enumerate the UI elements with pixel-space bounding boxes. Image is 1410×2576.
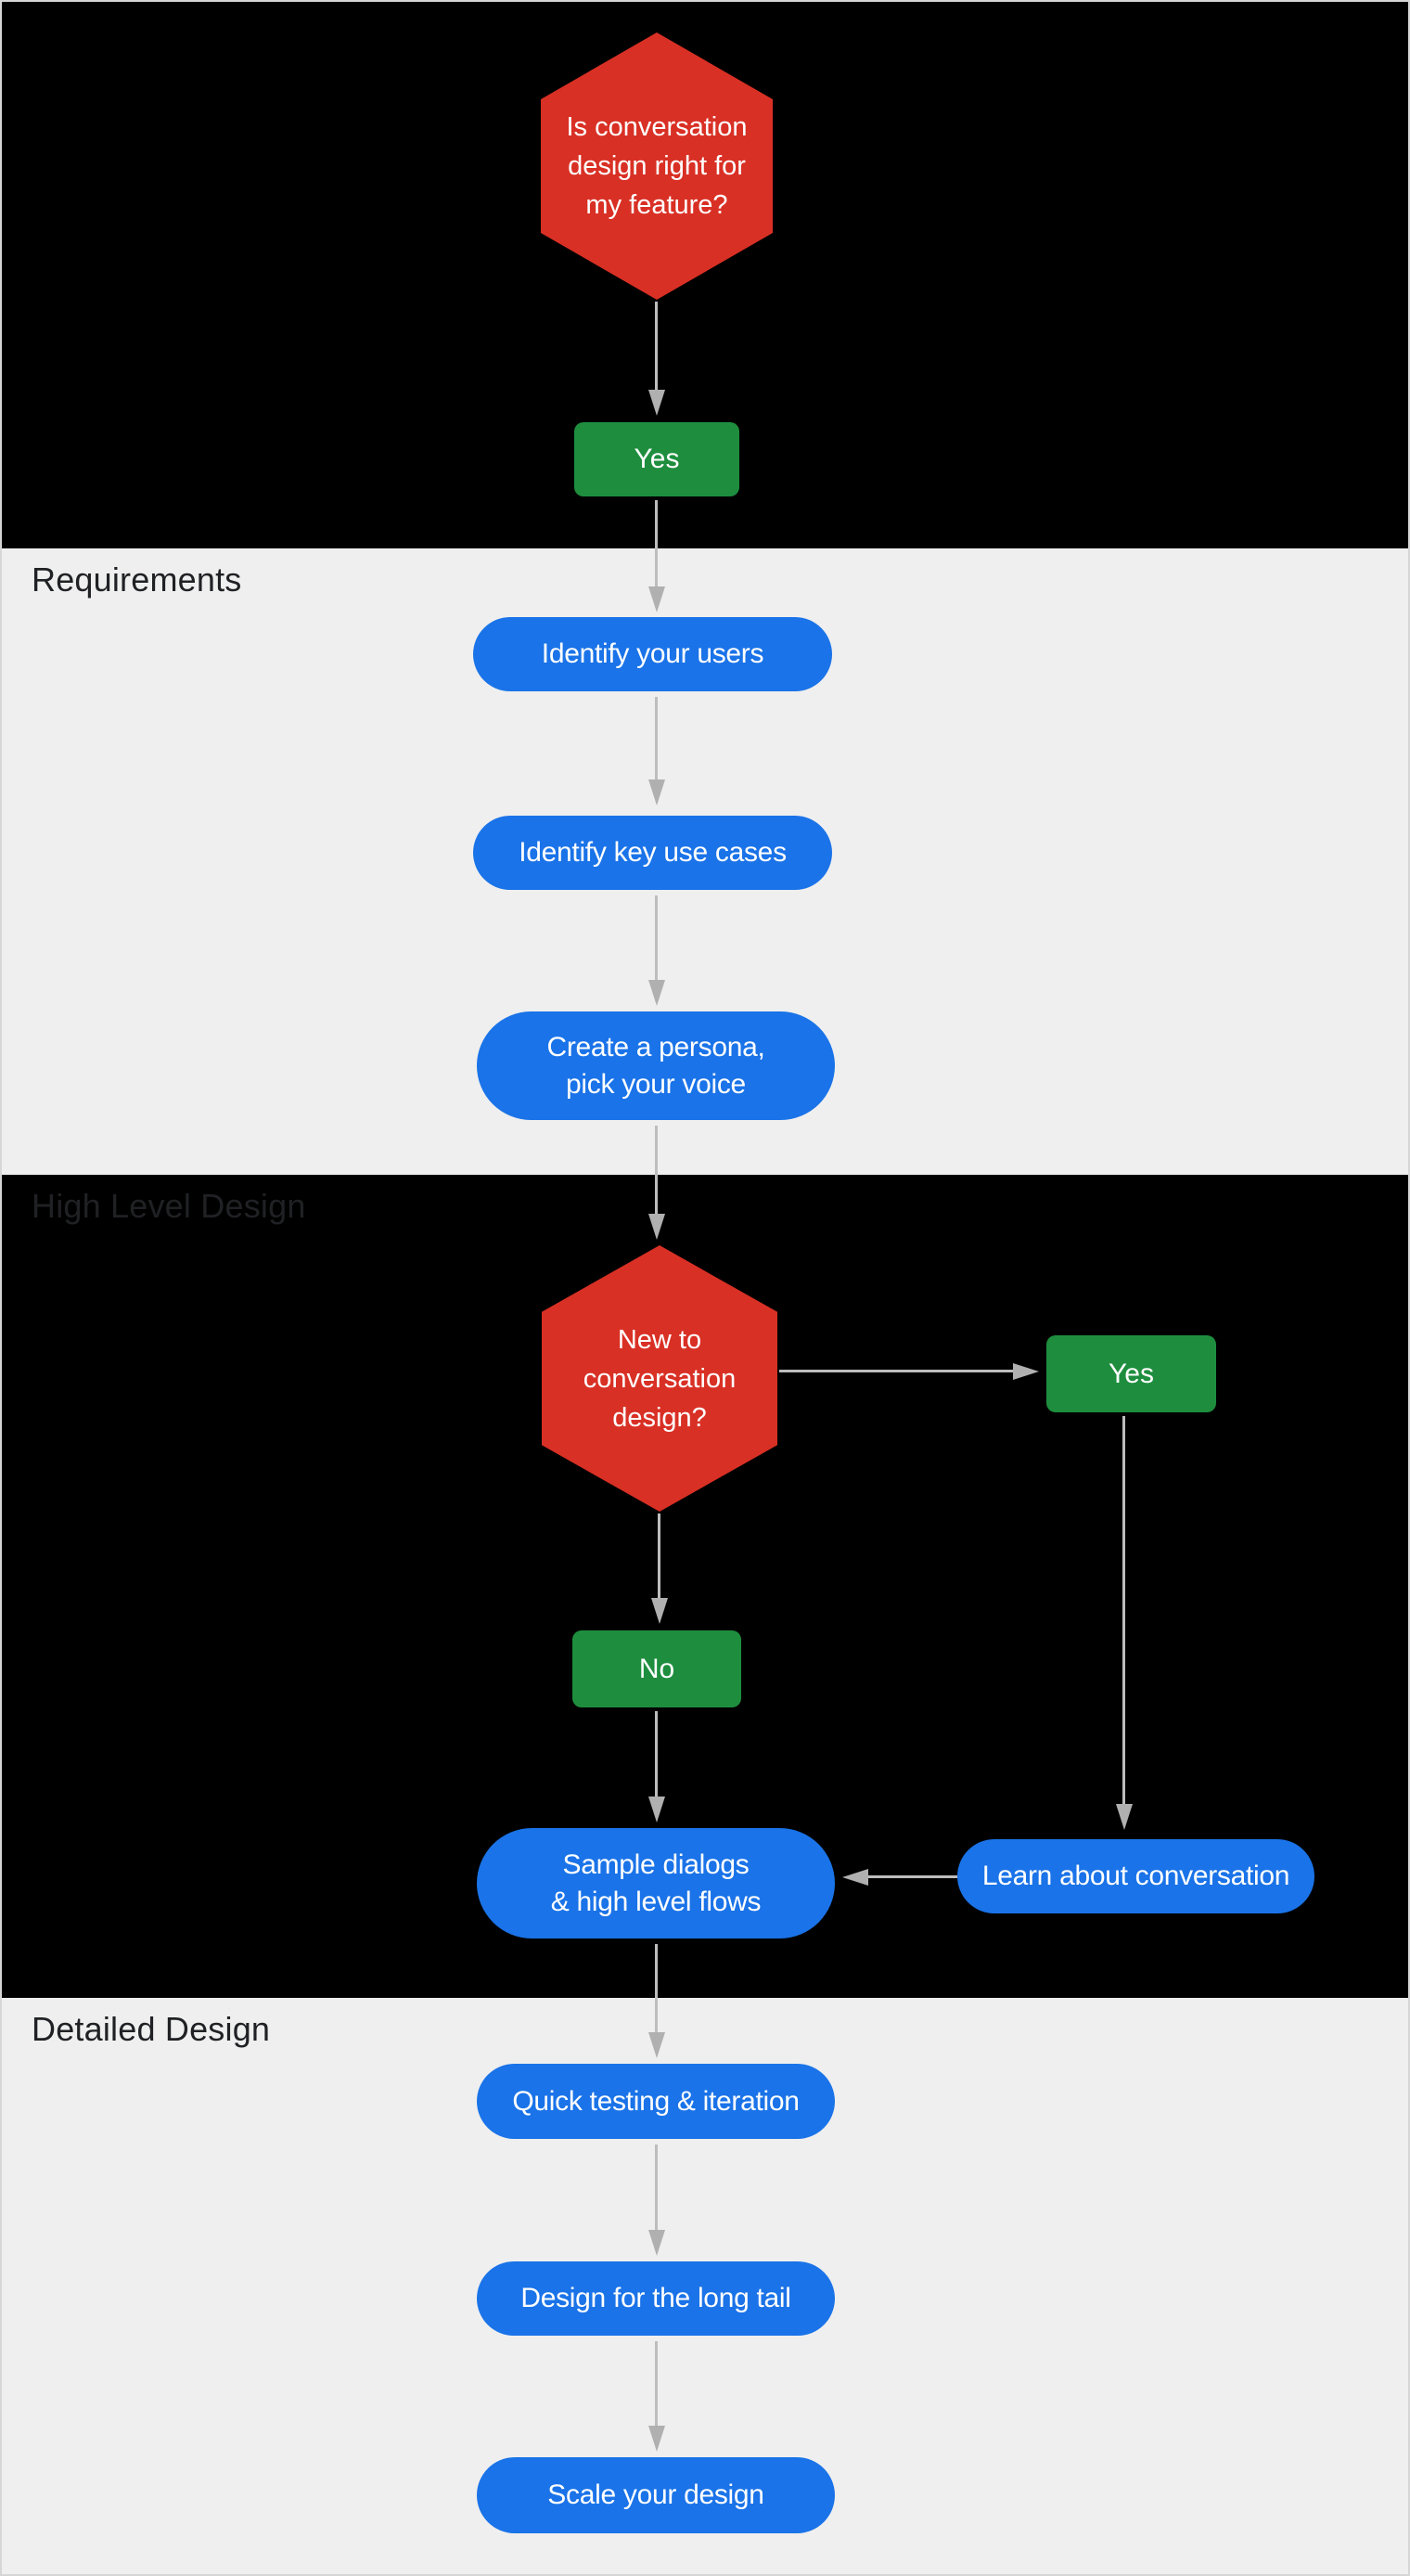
arrow-head-left-icon: [842, 1868, 868, 1886]
answer-yes-intro[interactable]: Yes: [574, 422, 739, 496]
step-sample-dialogs-high-level-flows[interactable]: Sample dialogs & high level flows: [477, 1828, 835, 1938]
arrow-head-down-icon: [1115, 1804, 1133, 1830]
arrow-users-to-use-cases: [647, 697, 665, 805]
section-label-high-level-design: High Level Design: [32, 1187, 306, 1225]
step-scale-your-design[interactable]: Scale your design: [477, 2457, 835, 2533]
arrow-yes-to-identify-users: [647, 500, 665, 612]
decision-is-conversation-design-right[interactable]: Is conversation design right for my feat…: [541, 32, 773, 300]
arrow-decision2-to-yes: [779, 1362, 1039, 1380]
arrow-head-down-icon: [647, 779, 665, 805]
arrow-learn-to-sample-dialogs: [842, 1868, 957, 1886]
arrow-head-down-icon: [647, 1797, 665, 1823]
arrow-decision2-to-no: [650, 1513, 668, 1624]
step-create-persona-pick-voice[interactable]: Create a persona, pick your voice: [477, 1011, 835, 1120]
arrow-head-down-icon: [647, 980, 665, 1006]
arrow-head-right-icon: [1013, 1362, 1039, 1380]
step-quick-testing-iteration[interactable]: Quick testing & iteration: [477, 2064, 835, 2139]
arrow-no-to-sample-dialogs: [647, 1711, 665, 1823]
step-identify-key-use-cases[interactable]: Identify key use cases: [473, 816, 832, 890]
arrow-head-down-icon: [650, 1598, 668, 1624]
step-identify-your-users[interactable]: Identify your users: [473, 617, 832, 691]
arrow-head-down-icon: [647, 2426, 665, 2452]
answer-no-high-level[interactable]: No: [572, 1630, 741, 1707]
arrow-head-down-icon: [647, 586, 665, 612]
section-label-requirements: Requirements: [32, 560, 242, 599]
arrow-sample-to-quick-testing: [647, 1944, 665, 2058]
arrow-decision1-to-yes: [647, 302, 665, 416]
arrow-persona-to-decision2: [647, 1126, 665, 1240]
arrow-quick-to-long-tail: [647, 2145, 665, 2256]
answer-yes-high-level[interactable]: Yes: [1046, 1335, 1216, 1412]
step-design-for-long-tail[interactable]: Design for the long tail: [477, 2261, 835, 2336]
arrow-long-tail-to-scale: [647, 2341, 665, 2452]
arrow-head-down-icon: [647, 2230, 665, 2256]
arrow-head-down-icon: [647, 390, 665, 416]
arrow-head-down-icon: [647, 2032, 665, 2058]
section-label-detailed-design: Detailed Design: [32, 2010, 271, 2048]
decision-new-to-conversation-design[interactable]: New to conversation design?: [542, 1245, 777, 1512]
arrow-yes-to-learn: [1115, 1416, 1133, 1830]
arrow-use-cases-to-persona: [647, 895, 665, 1006]
arrow-head-down-icon: [647, 1214, 665, 1240]
step-learn-about-conversation[interactable]: Learn about conversation: [957, 1839, 1314, 1913]
